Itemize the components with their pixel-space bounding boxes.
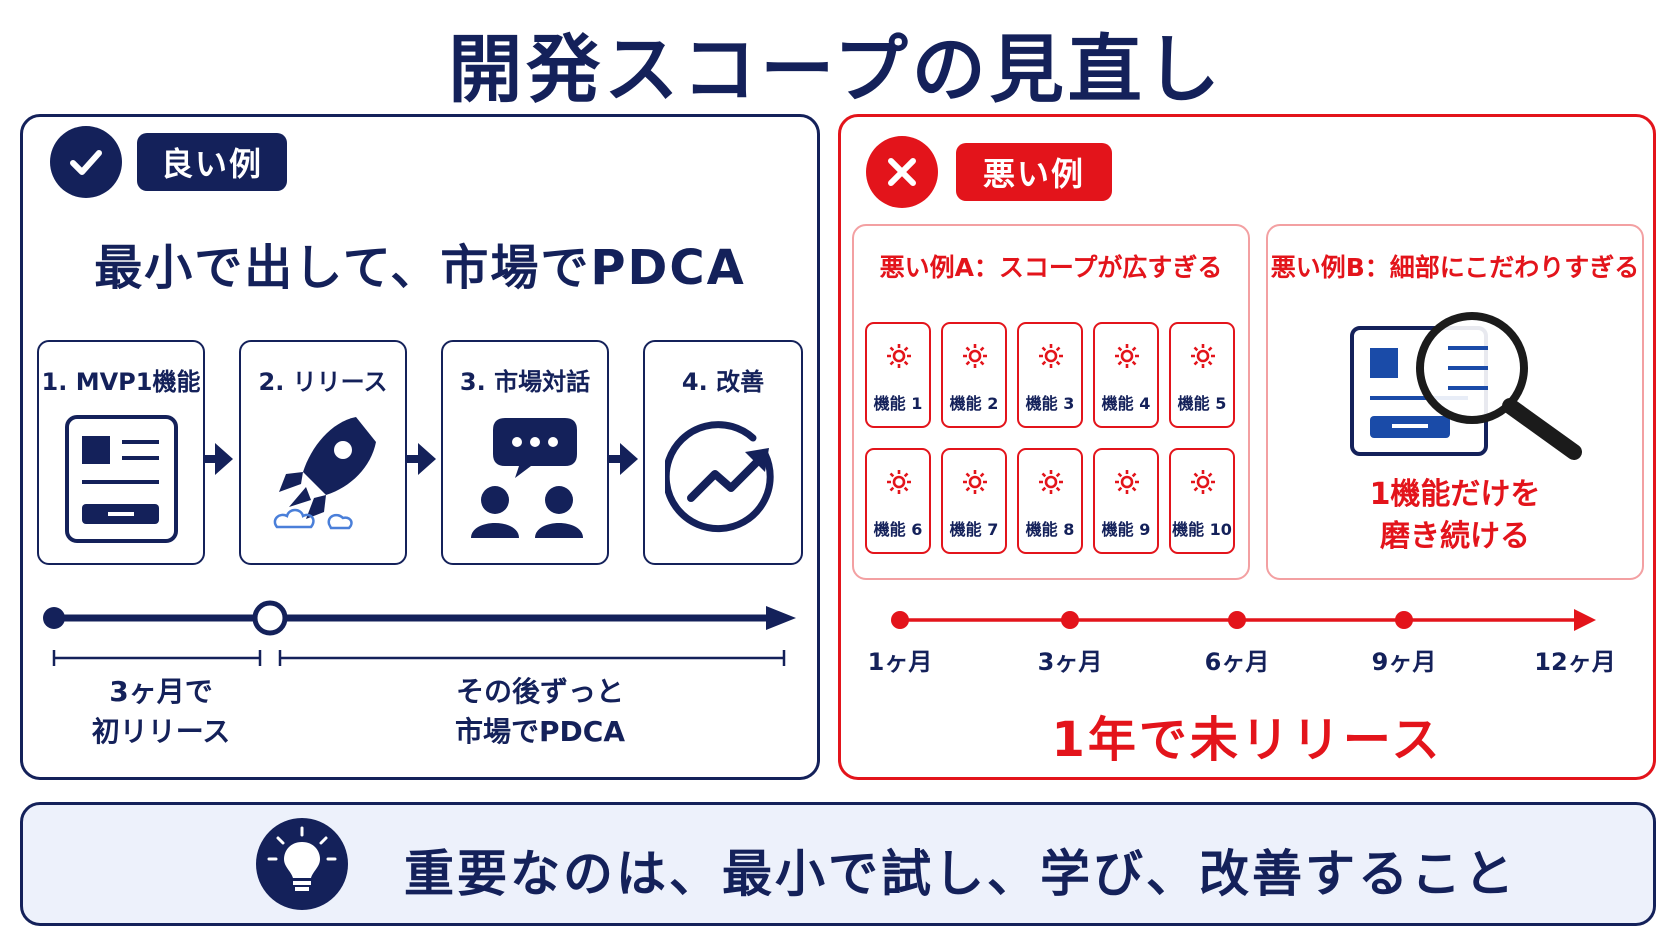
- caption-line: 磨き続ける: [1380, 519, 1530, 554]
- bad-example-panel: [838, 114, 1656, 780]
- gear-icon: [1189, 342, 1217, 374]
- good-example-badge: 良い例: [137, 133, 287, 191]
- caption-line: 市場でPDCA: [455, 715, 625, 748]
- step-arrow-shaft: [609, 455, 621, 463]
- feature-label: 機能 8: [1025, 520, 1075, 539]
- bad-example-b-panel: [1266, 224, 1644, 580]
- bad-result: 1年で未リリース: [1051, 712, 1443, 768]
- timeline-label: 6ヶ月: [1204, 648, 1270, 676]
- gear-icon: [1037, 468, 1065, 500]
- caption-line: 3ヶ月で: [109, 675, 213, 708]
- step-arrow-shaft: [205, 455, 217, 463]
- step-mvp: 1. MVP1機能: [37, 340, 205, 565]
- gear-icon: [1189, 468, 1217, 500]
- key-message: 重要なのは、最小で試し、学び、改善すること: [404, 845, 1517, 903]
- gear-icon: [885, 468, 913, 500]
- step-arrow-icon: [418, 443, 436, 475]
- magnifier-document-icon: [1350, 312, 1582, 460]
- people-chat-icon: [471, 418, 583, 538]
- lightbulb-icon: [256, 818, 348, 910]
- gear-icon: [961, 342, 989, 374]
- step-arrow-shaft: [407, 455, 419, 463]
- caption-line: その後ずっと: [455, 675, 624, 708]
- feature-label: 機能 1: [873, 394, 923, 413]
- caption-line: 1機能だけを: [1369, 477, 1541, 512]
- step-label: 4. 改善: [681, 368, 765, 396]
- step-label: 1. MVP1機能: [41, 368, 201, 396]
- gear-icon: [1037, 342, 1065, 374]
- feature-card: 機能 5: [1169, 322, 1235, 428]
- gear-icon: [1113, 468, 1141, 500]
- feature-label: 機能 9: [1101, 520, 1151, 539]
- feature-card: 機能 7: [941, 448, 1007, 554]
- good-example-panel: [20, 114, 820, 780]
- feature-label: 機能 6: [873, 520, 923, 539]
- check-icon: [50, 126, 122, 198]
- growth-cycle-icon: [665, 421, 774, 533]
- feature-card: 機能 1: [865, 322, 931, 428]
- step-release: 2. リリース: [239, 340, 407, 565]
- feature-card: 機能 8: [1017, 448, 1083, 554]
- gear-icon: [885, 342, 913, 374]
- feature-card: 機能 9: [1093, 448, 1159, 554]
- timeline-label: 12ヶ月: [1534, 648, 1616, 676]
- step-arrow-icon: [215, 443, 233, 475]
- feature-label: 機能 7: [949, 520, 999, 539]
- timeline-label: 3ヶ月: [1037, 648, 1103, 676]
- step-label: 3. 市場対話: [459, 368, 591, 396]
- document-icon: [65, 415, 178, 543]
- feature-card: 機能 2: [941, 322, 1007, 428]
- feature-label: 機能 10: [1172, 520, 1232, 539]
- bad-timeline: [891, 609, 1596, 631]
- page-title: 開発スコープの見直し: [448, 27, 1224, 113]
- feature-card: 機能 6: [865, 448, 931, 554]
- rocket-icon: [273, 417, 376, 530]
- good-caption-first-release: 3ヶ月で 初リリース: [56, 672, 266, 752]
- bad-example-a-title: 悪い例A：スコープが広すぎる: [879, 253, 1223, 282]
- step-market-dialogue: 3. 市場対話: [441, 340, 609, 565]
- good-timeline: [43, 600, 796, 666]
- good-headline: 最小で出して、市場でPDCA: [94, 240, 746, 296]
- feature-card: 機能 10: [1169, 448, 1235, 554]
- step-arrow-icon: [620, 443, 638, 475]
- feature-label: 機能 2: [949, 394, 999, 413]
- bad-example-a-panel: [852, 224, 1250, 580]
- feature-card: 機能 4: [1093, 322, 1159, 428]
- feature-label: 機能 5: [1177, 394, 1227, 413]
- bad-example-b-title: 悪い例B：細部にこだわりすぎる: [1270, 253, 1640, 282]
- feature-label: 機能 3: [1025, 394, 1075, 413]
- feature-label: 機能 4: [1101, 394, 1151, 413]
- feature-card: 機能 3: [1017, 322, 1083, 428]
- step-improve: 4. 改善: [643, 340, 803, 565]
- gear-icon: [961, 468, 989, 500]
- bad-example-b-caption: 1機能だけを 磨き続ける: [1266, 474, 1644, 558]
- gear-icon: [1113, 342, 1141, 374]
- timeline-label: 1ヶ月: [867, 648, 933, 676]
- good-caption-pdca: その後ずっと 市場でPDCA: [400, 672, 680, 752]
- cross-icon: [866, 136, 938, 208]
- step-label: 2. リリース: [258, 368, 388, 396]
- bad-example-badge: 悪い例: [956, 143, 1112, 201]
- timeline-label: 9ヶ月: [1371, 648, 1437, 676]
- caption-line: 初リリース: [91, 715, 231, 748]
